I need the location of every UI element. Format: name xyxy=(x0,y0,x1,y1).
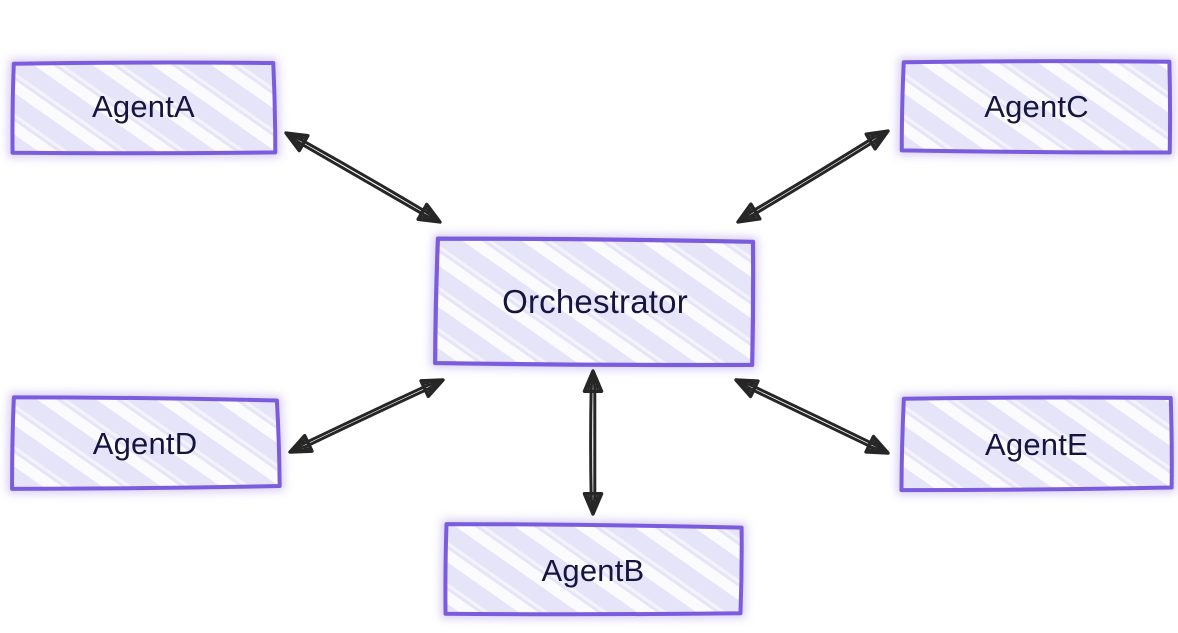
arrowhead xyxy=(864,129,890,151)
edge-orchestrator-agentB[interactable] xyxy=(582,369,604,516)
arrowhead xyxy=(864,434,890,455)
edge-orchestrator-agentE[interactable] xyxy=(734,378,890,455)
node-fill xyxy=(901,61,1171,153)
edges-layer xyxy=(284,129,890,516)
arrowhead xyxy=(582,492,604,516)
node-agentE[interactable] xyxy=(896,393,1177,495)
node-fill xyxy=(12,62,276,154)
node-agentC[interactable] xyxy=(897,56,1175,158)
edge-line-1 xyxy=(589,384,593,501)
edge-line-1 xyxy=(750,139,878,218)
edge-orchestrator-agentA[interactable] xyxy=(284,131,442,224)
edge-line-1 xyxy=(298,137,430,215)
arrowhead xyxy=(284,131,310,153)
edge-line-0 xyxy=(303,386,432,449)
node-agentD[interactable] xyxy=(7,392,285,494)
arrowhead xyxy=(734,378,760,399)
node-border xyxy=(443,522,744,617)
edge-line-0 xyxy=(296,140,428,218)
edge-line-1 xyxy=(747,386,875,450)
node-agentB[interactable] xyxy=(440,519,747,619)
node-border xyxy=(10,395,282,491)
edge-line-0 xyxy=(749,383,877,447)
node-border xyxy=(433,236,756,368)
node-fill xyxy=(12,397,280,489)
arrowhead xyxy=(288,433,314,454)
edge-line-1 xyxy=(301,383,430,446)
edge-line-0 xyxy=(748,135,876,214)
node-fill xyxy=(901,397,1172,491)
node-agentA[interactable] xyxy=(7,58,280,158)
arrowhead xyxy=(582,369,604,393)
node-border xyxy=(10,60,278,156)
edge-orchestrator-agentD[interactable] xyxy=(288,378,445,454)
node-border xyxy=(899,395,1174,493)
node-fill xyxy=(445,524,742,615)
arrowhead xyxy=(416,202,442,224)
node-border xyxy=(899,59,1173,155)
node-orchestrator[interactable] xyxy=(430,234,758,370)
arrowhead xyxy=(736,202,762,224)
edge-orchestrator-agentC[interactable] xyxy=(736,129,890,224)
nodes-layer xyxy=(7,56,1177,619)
arrowhead xyxy=(419,378,445,399)
node-fill xyxy=(435,238,754,365)
